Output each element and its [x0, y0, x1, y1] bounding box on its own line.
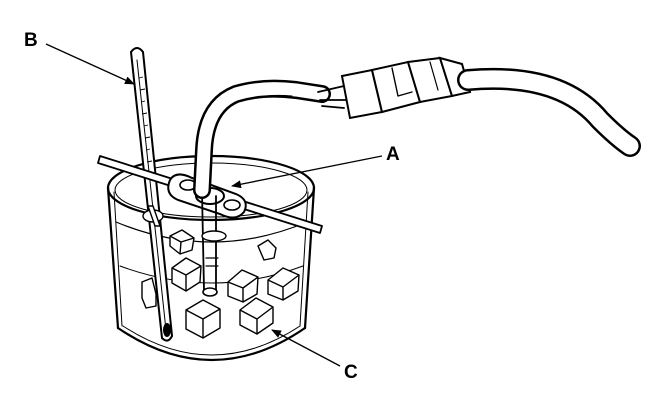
- callout-c-label: C: [344, 362, 358, 383]
- ice-cube: [257, 239, 277, 261]
- ice-cube: [267, 267, 300, 301]
- ice-cubes: [141, 229, 300, 339]
- callout-leaders: [45, 43, 383, 367]
- ice-cube: [169, 229, 195, 255]
- ice-cube: [185, 299, 221, 339]
- ice-cube: [227, 269, 259, 303]
- sensor-cable: [193, 79, 331, 199]
- callout-a-label: A: [386, 144, 400, 165]
- temperature-sensor: [201, 191, 227, 297]
- leader-c: [271, 329, 341, 367]
- leader-b: [45, 43, 135, 85]
- thermometer-through-holder: [142, 205, 164, 227]
- ice-cube: [171, 257, 202, 292]
- ice-cube: [141, 277, 157, 309]
- wire-connector: [317, 56, 472, 120]
- ice-cube: [239, 297, 274, 335]
- harness-cable: [457, 67, 641, 157]
- thermometer: [129, 47, 174, 342]
- leader-a: [231, 155, 383, 189]
- callout-b-label: B: [24, 30, 38, 51]
